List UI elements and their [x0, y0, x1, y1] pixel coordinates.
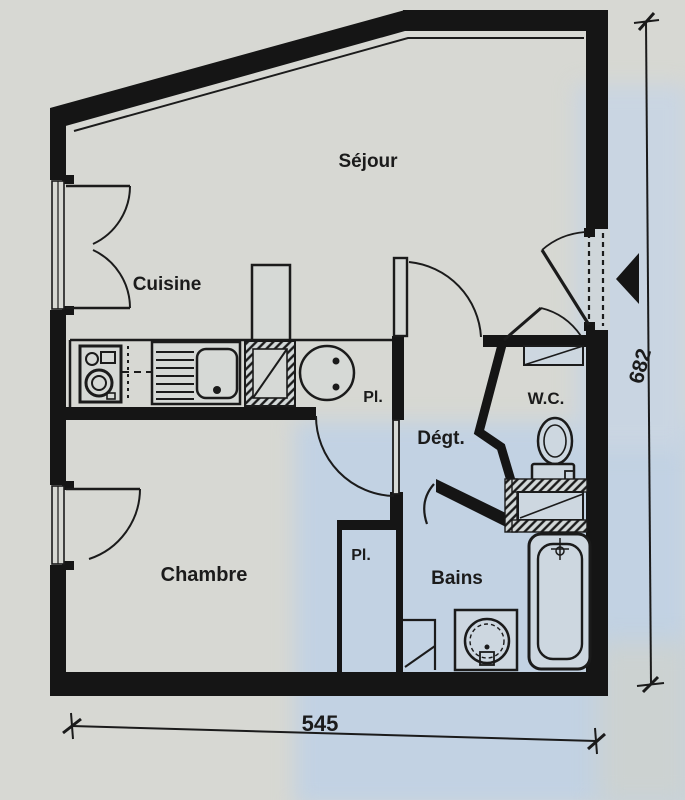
label-sejour: Séjour	[338, 151, 398, 172]
hand-basin-icon	[523, 345, 584, 366]
refrigerator-icon	[244, 340, 296, 407]
wc-fixtures	[504, 345, 588, 533]
wall-cuisine-chambre	[66, 407, 316, 420]
chambre-door	[315, 415, 400, 497]
wall-closet-bains	[396, 528, 403, 672]
washing-machine-icon	[78, 344, 123, 404]
bains-door	[423, 483, 435, 525]
wall-closet-top	[337, 520, 403, 530]
dimension-width-value: 545	[302, 711, 339, 736]
label-bains: Bains	[431, 568, 483, 589]
openings	[51, 180, 639, 565]
entry-door	[540, 228, 610, 331]
interior-walls	[66, 335, 587, 672]
label-placard-counter: Pl.	[363, 389, 383, 406]
washbasin-icon	[453, 608, 519, 672]
dimension-height-value: 682	[625, 346, 656, 386]
tall-unit-icon	[250, 263, 292, 342]
wall-bains-diagonal	[436, 479, 514, 531]
outer-walls	[50, 10, 608, 696]
wall-left-a	[50, 108, 66, 180]
room-labels: Séjour Cuisine Chambre Bains W.C. Dégt. …	[133, 151, 565, 589]
entrance-arrow-icon	[616, 253, 639, 304]
wall-right-upper	[586, 10, 608, 232]
kitchen-sink-icon	[150, 340, 242, 406]
bains-fixtures	[403, 532, 592, 672]
kitchen-counter	[68, 263, 392, 407]
label-cuisine: Cuisine	[133, 274, 202, 295]
sejour-hall-door	[392, 256, 482, 338]
wall-closet-front	[337, 528, 342, 672]
chambre-window	[51, 485, 141, 565]
bathtub-icon	[527, 532, 592, 671]
wall-left-c	[50, 565, 66, 676]
cooktop-icon	[298, 344, 356, 402]
cuisine-french-door	[51, 180, 131, 310]
inner-wall-face-line	[73, 37, 584, 132]
wall-bottom	[50, 672, 608, 696]
wall-wc-diagonal	[473, 339, 517, 486]
wall-top-slanted	[50, 10, 405, 127]
wc-bains-counter	[504, 478, 588, 533]
label-placard-chambre: Pl.	[351, 547, 371, 564]
label-wc: W.C.	[528, 389, 565, 408]
wall-left-b	[50, 310, 66, 485]
wc-door	[503, 306, 582, 342]
label-degagement: Dégt.	[417, 428, 465, 449]
wall-hall-top	[483, 335, 587, 347]
dimension-right: 682	[625, 12, 665, 694]
wall-top	[403, 10, 608, 31]
wall-hall-left-stub	[392, 336, 404, 420]
toilet-icon	[530, 416, 576, 487]
dimension-bottom: 545	[62, 711, 606, 755]
label-chambre: Chambre	[161, 564, 248, 586]
corner-shelf	[403, 618, 437, 670]
